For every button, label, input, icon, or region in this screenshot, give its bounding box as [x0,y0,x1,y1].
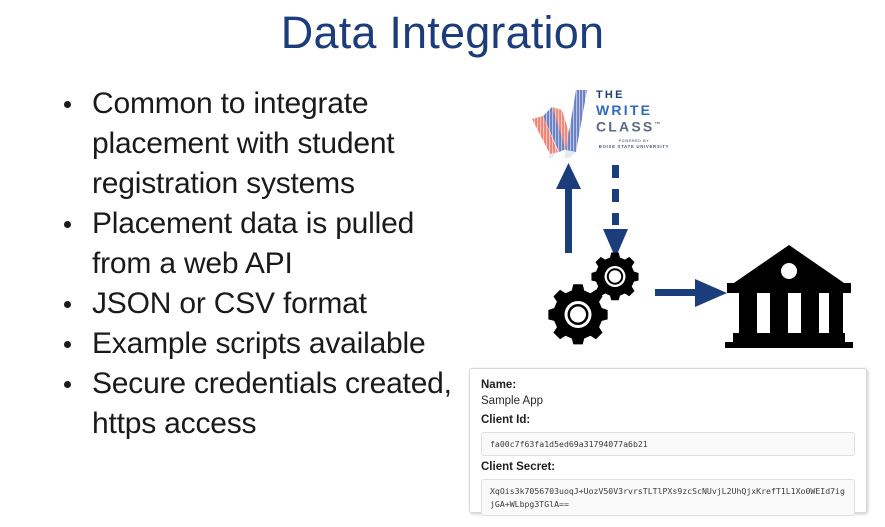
list-item-label: Secure credentials created, https access [92,367,452,440]
client-secret-label: Client Secret: [481,461,556,473]
bullet-dot-icon [64,381,71,388]
bullet-dot-icon [64,341,71,348]
institution-building-icon [725,245,853,348]
credentials-panel: Name: Sample App Client Id: fa00c7f63fa1… [469,368,867,516]
bullet-dot-icon [64,101,71,108]
client-secret-field[interactable]: XqOis3k7056703uoqJ+UozV50V3rvrsTLTlPXs9z… [481,479,855,516]
bullet-list: Common to integrate placement with stude… [48,84,478,444]
client-id-label: Client Id: [481,414,531,426]
logo-line-class: CLASS™ [596,118,663,135]
logo-wordmark: THE WRITE CLASS™ POWERED BY BOISE STATE … [596,88,678,150]
logo-line-write: WRITE [596,102,653,118]
list-item: Common to integrate placement with stude… [48,84,478,204]
logo-university: BOISE STATE UNIVERSITY [598,143,670,149]
write-class-logo: THE WRITE CLASS™ POWERED BY BOISE STATE … [528,86,678,166]
upload-arrow-icon [556,163,581,253]
download-arrow-icon [603,165,628,258]
list-item: Example scripts available [48,324,478,364]
transfer-arrow-icon [655,279,727,307]
logo-line-the: THE [596,89,625,101]
list-item-label: Placement data is pulled from a web API [92,207,415,280]
client-id-field[interactable]: fa00c7f63fa1d5ed69a31794077a6b21 [481,432,855,456]
trademark-icon: ™ [654,122,663,128]
logo-powered-by: POWERED BY [618,138,650,143]
list-item-label: JSON or CSV format [92,287,367,320]
list-item: Placement data is pulled from a web API [48,204,478,284]
name-label: Name: [481,379,517,391]
list-item: Secure credentials created, https access [48,364,478,444]
list-item-label: Example scripts available [92,327,426,360]
bullet-dot-icon [64,221,71,228]
bullet-dot-icon [64,301,71,308]
list-item: JSON or CSV format [48,284,478,324]
list-item-label: Common to integrate placement with stude… [92,87,395,200]
integration-gears-icon [548,252,639,345]
w-mark-icon [528,86,598,163]
name-value: Sample App [481,395,544,407]
page-title: Data Integration [280,7,605,58]
